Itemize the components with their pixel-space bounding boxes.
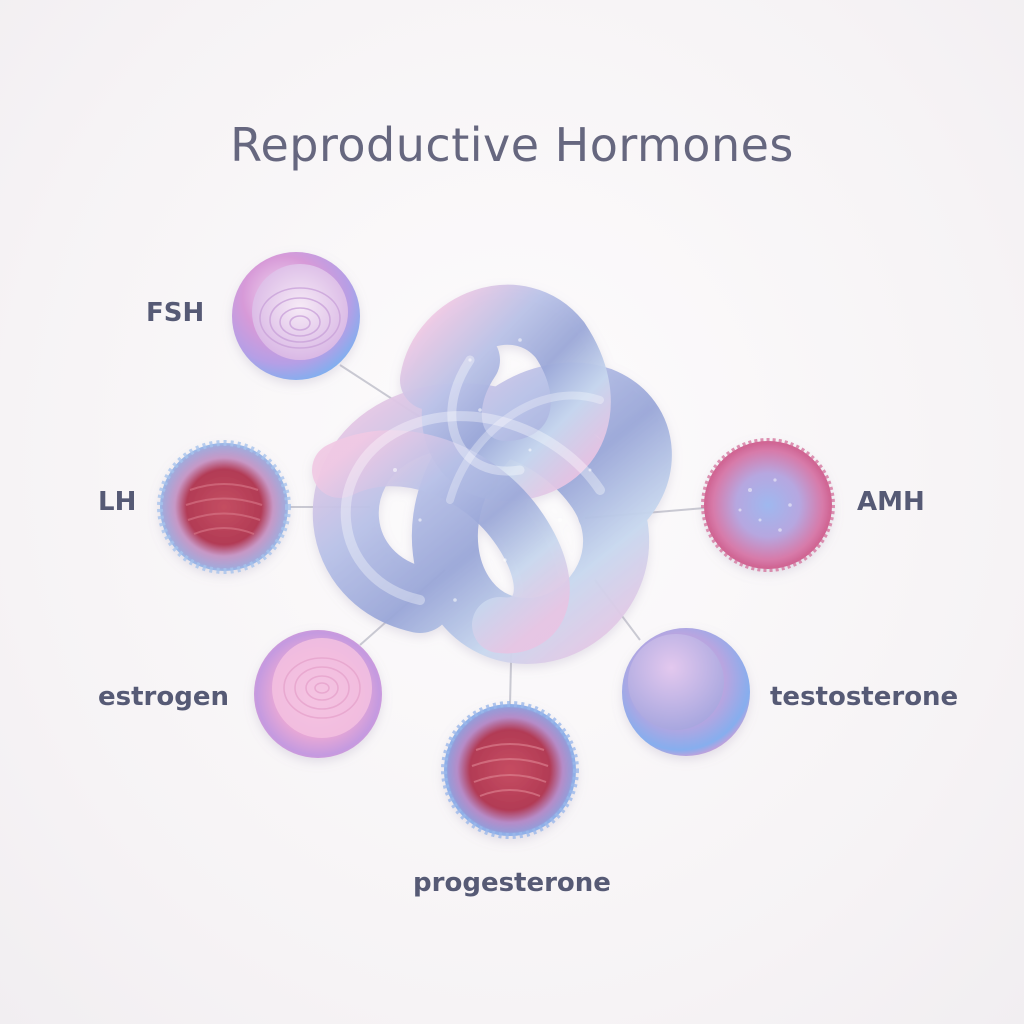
- central-knot-molecule: [312, 284, 672, 664]
- label-testosterone: testosterone: [770, 682, 959, 712]
- page-title: Reproductive Hormones: [230, 118, 794, 172]
- label-estrogen: estrogen: [98, 682, 229, 712]
- estrogen-sphere: [254, 630, 382, 758]
- amh-sphere: [701, 438, 835, 572]
- testosterone-sphere: [622, 628, 750, 756]
- fsh-sphere: [232, 252, 360, 380]
- label-lh: LH: [98, 487, 137, 517]
- label-amh: AMH: [857, 487, 925, 517]
- label-progesterone: progesterone: [413, 868, 611, 898]
- progesterone-sphere: [441, 701, 579, 839]
- lh-sphere: [157, 440, 291, 574]
- label-fsh: FSH: [146, 298, 205, 328]
